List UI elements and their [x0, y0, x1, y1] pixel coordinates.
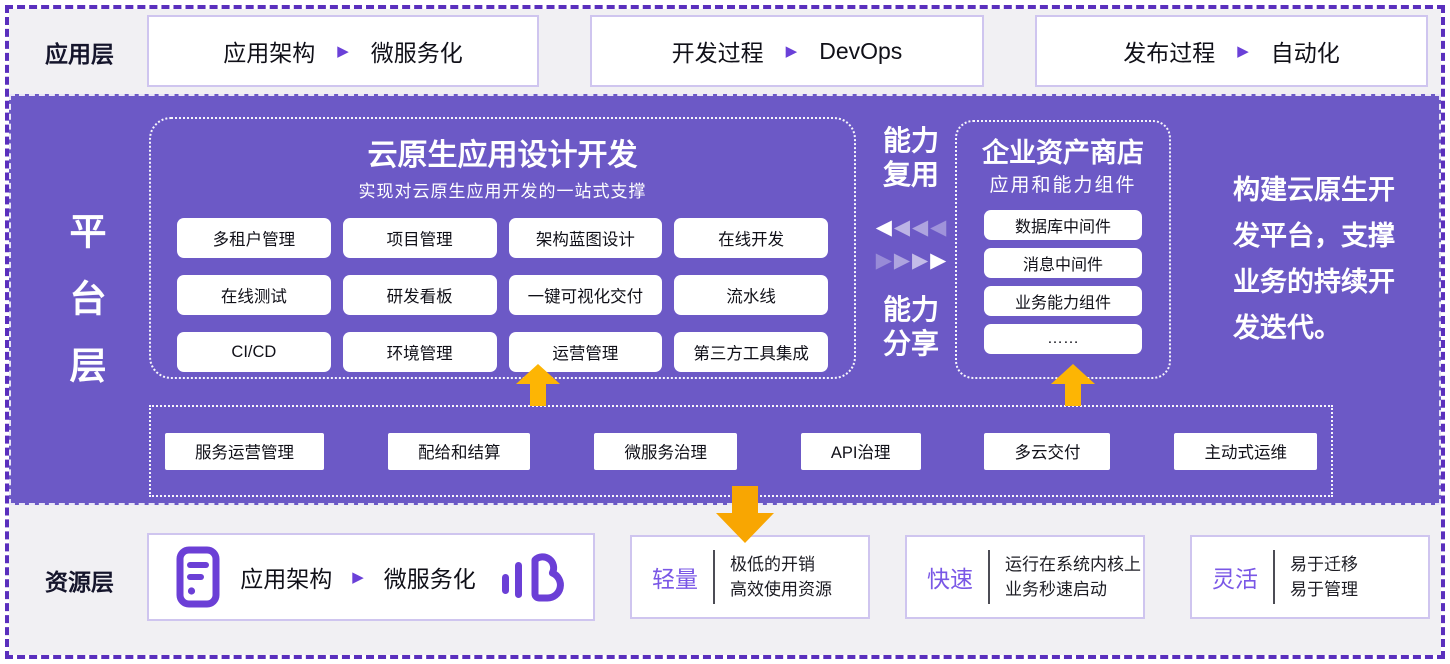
flow-arrow-icon: ▶ [785, 43, 798, 60]
service-chip: 配给和结算 [387, 432, 531, 470]
capability-chip: 在线开发 [674, 218, 828, 258]
capability-chip: 在线测试 [177, 275, 331, 315]
app-box-right-text: 自动化 [1270, 40, 1340, 66]
dev-box-title: 云原生应用设计开发 [367, 139, 638, 172]
capability-chip: CI/CD [177, 332, 331, 372]
feature-line: 易于迁移 [1290, 554, 1358, 574]
app-box-left-text: 发布过程 [1123, 40, 1216, 66]
asset-box-title: 企业资产商店 [982, 138, 1144, 168]
capability-chip: 第三方工具集成 [674, 332, 828, 372]
dev-box-subtitle: 实现对云原生应用开发的一站式支撑 [358, 182, 647, 201]
arch-box-right-text: 微服务化 [383, 566, 476, 592]
feature-divider [1273, 550, 1275, 604]
platform-layer-section: 平台层 云原生应用设计开发 实现对云原生应用开发的一站式支撑 多租户管理 项目管… [9, 94, 1441, 505]
dev-capability-grid: 多租户管理 项目管理 架构蓝图设计 在线开发 在线测试 研发看板 一键可视化交付… [177, 218, 828, 372]
app-box-right-text: 微服务化 [370, 40, 463, 66]
triangle-right-icon: ▶ [930, 249, 947, 273]
asset-chip: 消息中间件 [984, 248, 1142, 278]
capability-reuse-label: 能力复用 [882, 125, 939, 190]
feature-line: 高效使用资源 [730, 580, 832, 599]
service-chip: 主动式运维 [1174, 432, 1317, 470]
capability-chip: 流水线 [674, 275, 828, 315]
feature-box-fast: 快速 运行在系统内核上 业务秒速启动 [905, 535, 1145, 619]
asset-chip: 数据库中间件 [984, 210, 1142, 240]
asset-box-subtitle: 应用和能力组件 [989, 175, 1137, 196]
capability-chip: 环境管理 [342, 332, 497, 372]
up-arrow-icon [516, 364, 560, 406]
feature-keyword: 快速 [927, 566, 973, 592]
capability-chip: 架构蓝图设计 [508, 218, 663, 258]
flow-arrow-icon: ▶ [352, 569, 364, 586]
down-arrow-icon [716, 486, 774, 543]
feature-line: 业务秒速启动 [1005, 580, 1107, 599]
feature-description: 极低的开销 高效使用资源 [730, 552, 832, 603]
cloud-bars-icon [501, 553, 564, 602]
triangle-left-icon: ◀ [875, 216, 892, 240]
capability-chip: 多租户管理 [177, 218, 331, 258]
arch-box-left-text: 应用架构 [240, 566, 333, 592]
feature-line: 运行在系统内核上 [1005, 554, 1141, 574]
triangle-left-icon: ◀ [893, 216, 910, 240]
capability-chip: 一键可视化交付 [508, 275, 663, 315]
asset-chip: …… [984, 324, 1142, 354]
application-layer-label: 应用层 [45, 40, 114, 67]
enterprise-asset-store-box: 企业资产商店 应用和能力组件 数据库中间件 消息中间件 业务能力组件 …… [955, 120, 1171, 379]
resource-architecture-box: 应用架构 ▶ 微服务化 [147, 533, 595, 621]
triangle-right-icon: ▶ [912, 249, 929, 273]
capability-share-label: 能力分享 [882, 294, 939, 359]
resource-layer-label: 资源层 [45, 569, 114, 595]
up-arrow-icon [1051, 364, 1095, 406]
asset-component-list: 数据库中间件 消息中间件 业务能力组件 …… [957, 210, 1169, 354]
application-layer-section: 应用层 应用架构 ▶ 微服务化 开发过程 ▶ DevOps 发布过程 ▶ 自动化 [9, 9, 1441, 94]
flow-arrow-icon: ▶ [337, 43, 349, 60]
triangle-left-icon: ◀ [912, 216, 929, 240]
app-box-left-text: 开发过程 [671, 40, 764, 66]
capability-exchange-column: 能力复用 ◀ ◀ ◀ ◀ ▶ ▶ ▶ ▶ 能力分享 [862, 124, 960, 360]
release-process-box: 发布过程 ▶ 自动化 [1035, 15, 1428, 87]
feature-divider [713, 550, 715, 604]
feature-line: 易于管理 [1290, 580, 1358, 599]
service-chip: 服务运营管理 [165, 432, 324, 470]
feature-line: 极低的开销 [730, 554, 815, 574]
feature-divider [988, 550, 990, 604]
platform-service-strip: 服务运营管理 配给和结算 微服务治理 API治理 多云交付 主动式运维 [149, 405, 1333, 497]
fade-arrows-right-icon: ▶ ▶ ▶ ▶ [876, 250, 947, 271]
triangle-left-icon: ◀ [930, 216, 947, 240]
platform-note-text: 构建云原生开发平台，支撑业务的持续开发迭代。 [1233, 175, 1395, 343]
capability-chip: 项目管理 [342, 218, 497, 258]
feature-description: 易于迁移 易于管理 [1290, 552, 1358, 603]
service-chip: API治理 [800, 432, 921, 470]
app-box-left-text: 应用架构 [223, 40, 316, 66]
triangle-right-icon: ▶ [875, 249, 892, 273]
feature-keyword: 灵活 [1212, 566, 1258, 592]
server-icon [176, 546, 220, 608]
cloud-native-dev-box: 云原生应用设计开发 实现对云原生应用开发的一站式支撑 多租户管理 项目管理 架构… [149, 117, 856, 379]
capability-chip: 研发看板 [342, 275, 497, 315]
dev-process-box: 开发过程 ▶ DevOps [590, 15, 984, 87]
app-architecture-box: 应用架构 ▶ 微服务化 [147, 15, 539, 87]
app-box-right-text: DevOps [819, 37, 903, 64]
service-chip: 多云交付 [984, 432, 1111, 470]
capability-chip: 运营管理 [508, 332, 663, 372]
feature-description: 运行在系统内核上 业务秒速启动 [1005, 552, 1141, 603]
resource-layer-section: 资源层 应用架构 ▶ 微服务化 轻量 极低的开销 高效使用资源 快速 运行在系统… [9, 505, 1441, 655]
platform-layer-label: 平台层 [64, 212, 105, 413]
service-chip: 微服务治理 [594, 432, 737, 470]
feature-box-flexible: 灵活 易于迁移 易于管理 [1190, 535, 1430, 619]
asset-chip: 业务能力组件 [984, 286, 1142, 316]
feature-box-lightweight: 轻量 极低的开销 高效使用资源 [630, 535, 870, 619]
flow-arrow-icon: ▶ [1237, 43, 1249, 60]
triangle-right-icon: ▶ [893, 249, 910, 273]
fade-arrows-left-icon: ◀ ◀ ◀ ◀ [876, 217, 947, 238]
feature-keyword: 轻量 [652, 566, 698, 592]
